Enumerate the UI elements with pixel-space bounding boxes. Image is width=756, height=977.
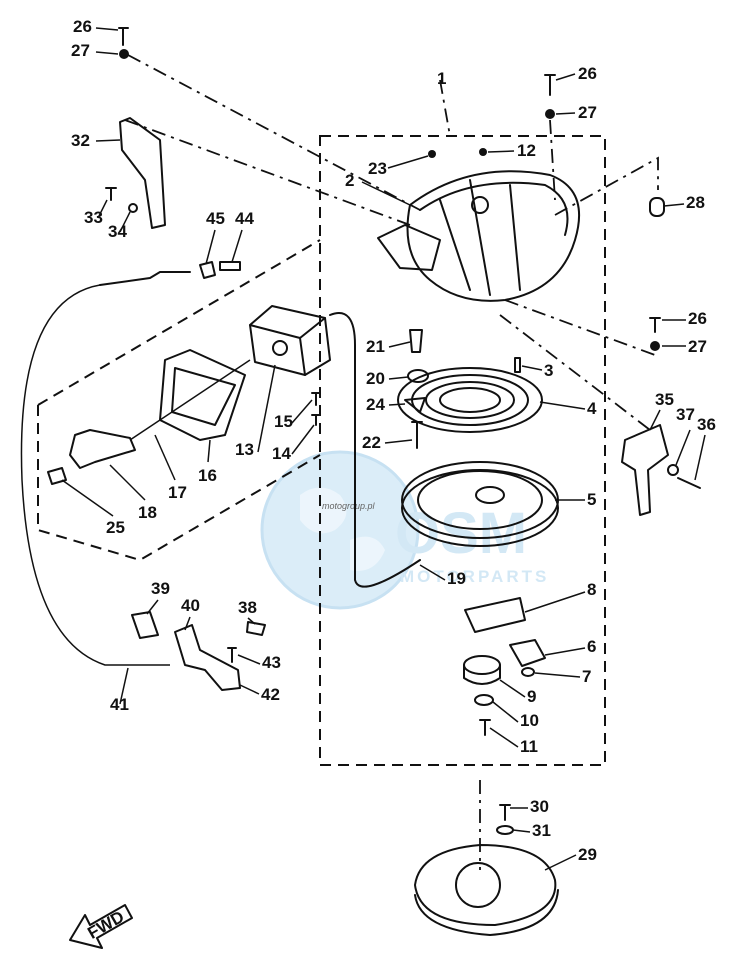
callout-26-right: 26	[578, 64, 597, 83]
callout-28: 28	[686, 193, 705, 212]
callout-15: 15	[274, 412, 293, 431]
callout-leaders	[61, 27, 706, 871]
callout-37: 37	[676, 405, 695, 424]
callout-numbers: 1 2 3 4 5 6 7 8 9 10 11 12 13 14 15 16 1…	[71, 17, 716, 864]
callout-6: 6	[587, 637, 596, 656]
callout-1: 1	[437, 69, 446, 88]
callout-16: 16	[198, 466, 217, 485]
watermark-small: motogroup.pl	[322, 501, 376, 511]
leader-lines	[124, 54, 659, 870]
callout-25: 25	[106, 518, 125, 537]
callout-12: 12	[517, 141, 536, 160]
cable-end	[99, 271, 191, 286]
callout-17: 17	[168, 483, 187, 502]
callout-7: 7	[582, 667, 591, 686]
callout-21: 21	[366, 337, 385, 356]
hardware	[47, 27, 701, 835]
callout-41: 41	[110, 695, 129, 714]
callout-2: 2	[345, 171, 354, 190]
pawl	[509, 639, 546, 667]
callout-43: 43	[262, 653, 281, 672]
fwd-arrow-icon: FWD	[69, 904, 133, 949]
callout-31: 31	[532, 821, 551, 840]
callout-3: 3	[544, 361, 553, 380]
ratchet-plate	[464, 597, 526, 633]
callout-10: 10	[520, 711, 539, 730]
callout-40: 40	[181, 596, 200, 615]
callout-13: 13	[235, 440, 254, 459]
callout-45: 45	[206, 209, 225, 228]
callout-39: 39	[151, 579, 170, 598]
callout-18: 18	[138, 503, 157, 522]
fwd-label: FWD	[84, 907, 127, 943]
callout-9: 9	[527, 687, 536, 706]
starter-handle-kit-box	[37, 239, 321, 562]
callout-30: 30	[530, 797, 549, 816]
starter-housing	[377, 170, 581, 302]
callout-29: 29	[578, 845, 597, 864]
starter-rope	[329, 312, 421, 588]
callout-27-lower: 27	[688, 337, 707, 356]
drive-boss	[463, 655, 501, 685]
callout-20: 20	[366, 369, 385, 388]
callout-33: 33	[84, 208, 103, 227]
callout-22: 22	[362, 433, 381, 452]
handle-lever	[69, 429, 136, 469]
recoil-starter-assembly-box	[319, 135, 606, 766]
callout-36: 36	[697, 415, 716, 434]
lever-assembly	[174, 624, 241, 691]
callout-26-top: 26	[73, 17, 92, 36]
callout-19: 19	[447, 569, 466, 588]
handle-seal	[159, 349, 246, 441]
callout-32: 32	[71, 131, 90, 150]
callout-8: 8	[587, 580, 596, 599]
watermark: OSM MOTORPARTS motogroup.pl	[260, 450, 549, 610]
clip-38	[246, 621, 266, 636]
control-cable	[20, 284, 170, 666]
flywheel-cup	[414, 844, 559, 936]
callout-34: 34	[108, 222, 127, 241]
starter-handle	[249, 305, 331, 376]
callout-11: 11	[520, 737, 538, 756]
callout-27-top: 27	[71, 41, 90, 60]
handle-rod	[129, 359, 251, 441]
callout-38: 38	[238, 598, 257, 617]
callout-4: 4	[587, 399, 597, 418]
pin-39	[131, 611, 159, 639]
callout-14: 14	[272, 444, 291, 463]
bracket-35	[621, 424, 669, 516]
callout-26-lower: 26	[688, 309, 707, 328]
callout-23: 23	[368, 159, 387, 178]
watermark-sub: MOTORPARTS	[400, 567, 549, 586]
watermark-brand: OSM	[395, 501, 527, 566]
callout-35: 35	[655, 390, 674, 409]
bracket-32	[119, 117, 166, 229]
callout-27-right: 27	[578, 103, 597, 122]
callout-42: 42	[261, 685, 280, 704]
callout-44: 44	[235, 209, 254, 228]
callout-5: 5	[587, 490, 596, 509]
callout-24: 24	[366, 395, 385, 414]
